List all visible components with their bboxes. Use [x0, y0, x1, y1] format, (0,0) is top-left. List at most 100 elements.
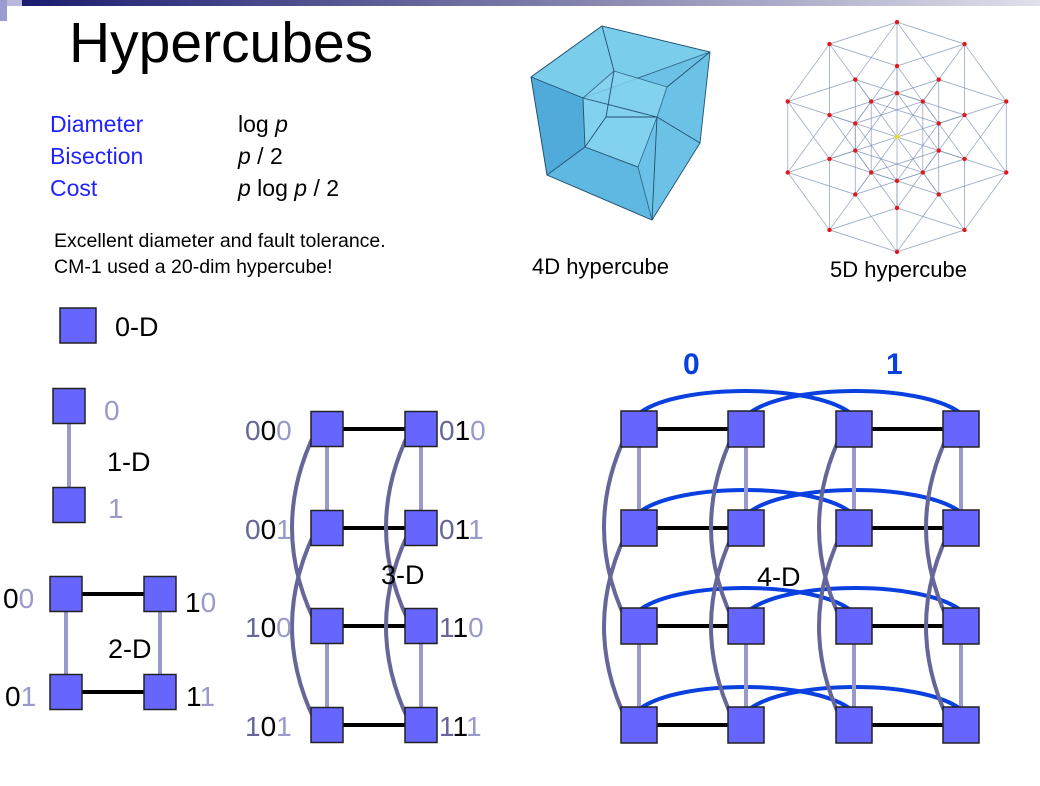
- node: [942, 706, 980, 744]
- label-1d: 1-D: [107, 447, 151, 477]
- penteract-vertex: [827, 41, 832, 47]
- penteract-vertex: [894, 63, 900, 69]
- node: [310, 410, 344, 448]
- label-4d: 4-D: [757, 562, 801, 592]
- label-digit: 1: [186, 681, 201, 712]
- penteract-edge: [922, 43, 965, 102]
- penteract-edge: [938, 79, 1007, 102]
- penteract-edge: [787, 172, 856, 195]
- penteract-edge: [829, 207, 898, 231]
- penteract-edge: [829, 92, 898, 116]
- node-label: 111: [439, 711, 482, 742]
- penteract-edge: [896, 123, 940, 182]
- penteract-edge: [854, 123, 898, 182]
- node: [52, 486, 86, 524]
- node-label: 110: [439, 612, 484, 643]
- label-digit: 1: [455, 415, 471, 446]
- penteract-edge: [787, 79, 856, 102]
- node: [404, 410, 438, 448]
- node: [143, 673, 177, 711]
- note-line-2: CM-1 used a 20-dim hypercube!: [54, 256, 333, 278]
- penteract-vertex: [894, 249, 900, 255]
- penteract-edge: [854, 21, 898, 80]
- penteract-vertex: [962, 41, 967, 47]
- penteract-vertex: [894, 205, 900, 211]
- penteract-vertex: [894, 134, 900, 140]
- value-part: log: [250, 175, 295, 201]
- label-digit: 0: [5, 681, 21, 712]
- node: [727, 607, 765, 645]
- penteract-edge: [896, 21, 940, 80]
- dimension-edge-arc: [749, 389, 961, 414]
- penteract-edge: [871, 150, 939, 173]
- node: [49, 575, 83, 613]
- node: [404, 509, 438, 547]
- value-part: log: [238, 111, 276, 137]
- penteract-edge: [938, 172, 1007, 195]
- slide-corner-decoration: [7, 0, 22, 6]
- penteract-vertex: [894, 19, 900, 25]
- penteract-edge: [829, 21, 898, 45]
- label-digit: 1: [245, 711, 261, 742]
- label-digit: 1: [453, 612, 469, 643]
- penteract-edge: [854, 194, 898, 253]
- node-label: 1: [108, 493, 124, 524]
- note-line-1: Excellent diameter and fault tolerance.: [54, 230, 386, 252]
- penteract-edge: [787, 101, 830, 160]
- node-label: 100: [245, 612, 292, 643]
- node: [404, 607, 438, 645]
- value-part: / 2: [307, 175, 340, 201]
- penteract-edge: [855, 79, 923, 102]
- penteract-edge: [854, 65, 898, 124]
- penteract-edge: [829, 158, 898, 182]
- penteract-edge: [964, 114, 1007, 173]
- penteract-vertex: [853, 77, 858, 82]
- penteract-edge: [855, 150, 923, 173]
- value-part: p: [275, 111, 288, 137]
- node-label: 01: [5, 681, 36, 712]
- property-value-diameter: log p: [238, 111, 288, 138]
- penteract-vertex: [827, 112, 832, 118]
- penteract-vertex: [785, 170, 790, 175]
- slide-corner-decoration: [0, 0, 7, 21]
- node: [620, 410, 658, 448]
- label-digit: 0: [276, 612, 292, 643]
- penteract-edge: [896, 92, 940, 151]
- property-value-cost: p log p / 2: [238, 175, 339, 202]
- label-digit: 0: [245, 514, 261, 545]
- node-label: 11: [186, 681, 215, 712]
- node: [620, 509, 658, 547]
- dimension-edge-curve: [290, 420, 323, 635]
- node: [620, 607, 658, 645]
- penteract-edge: [896, 136, 965, 160]
- label-digit: 0: [19, 583, 35, 614]
- penteract-vertex: [962, 156, 967, 162]
- penteract-edge: [964, 101, 1007, 160]
- penteract-vertex: [853, 121, 858, 126]
- node: [310, 509, 344, 547]
- label-digit: 0: [245, 415, 261, 446]
- dimension-edge-curve: [384, 420, 417, 635]
- penteract-vertex: [827, 227, 832, 233]
- penteract-edge: [896, 43, 965, 67]
- node: [942, 410, 980, 448]
- node: [49, 673, 83, 711]
- penteract-vertex: [894, 90, 900, 96]
- property-value-bisection: p / 2: [238, 143, 283, 170]
- label-digit: 1: [455, 514, 470, 545]
- node: [942, 607, 980, 645]
- penteract-edge: [896, 65, 940, 124]
- label-0d: 0-D: [115, 312, 159, 342]
- slide-title: Hypercubes: [69, 11, 374, 75]
- node: [310, 607, 344, 645]
- label-digit: 1: [276, 711, 292, 742]
- node-label: 101: [245, 711, 292, 742]
- penteract-edge: [829, 229, 898, 253]
- label-digit: 1: [466, 711, 482, 742]
- label-3d: 3-D: [381, 560, 425, 590]
- penteract-edge: [787, 172, 830, 231]
- penteract-vertex: [853, 148, 858, 153]
- penteract-vertex: [920, 170, 925, 175]
- label-digit: 0: [201, 587, 217, 618]
